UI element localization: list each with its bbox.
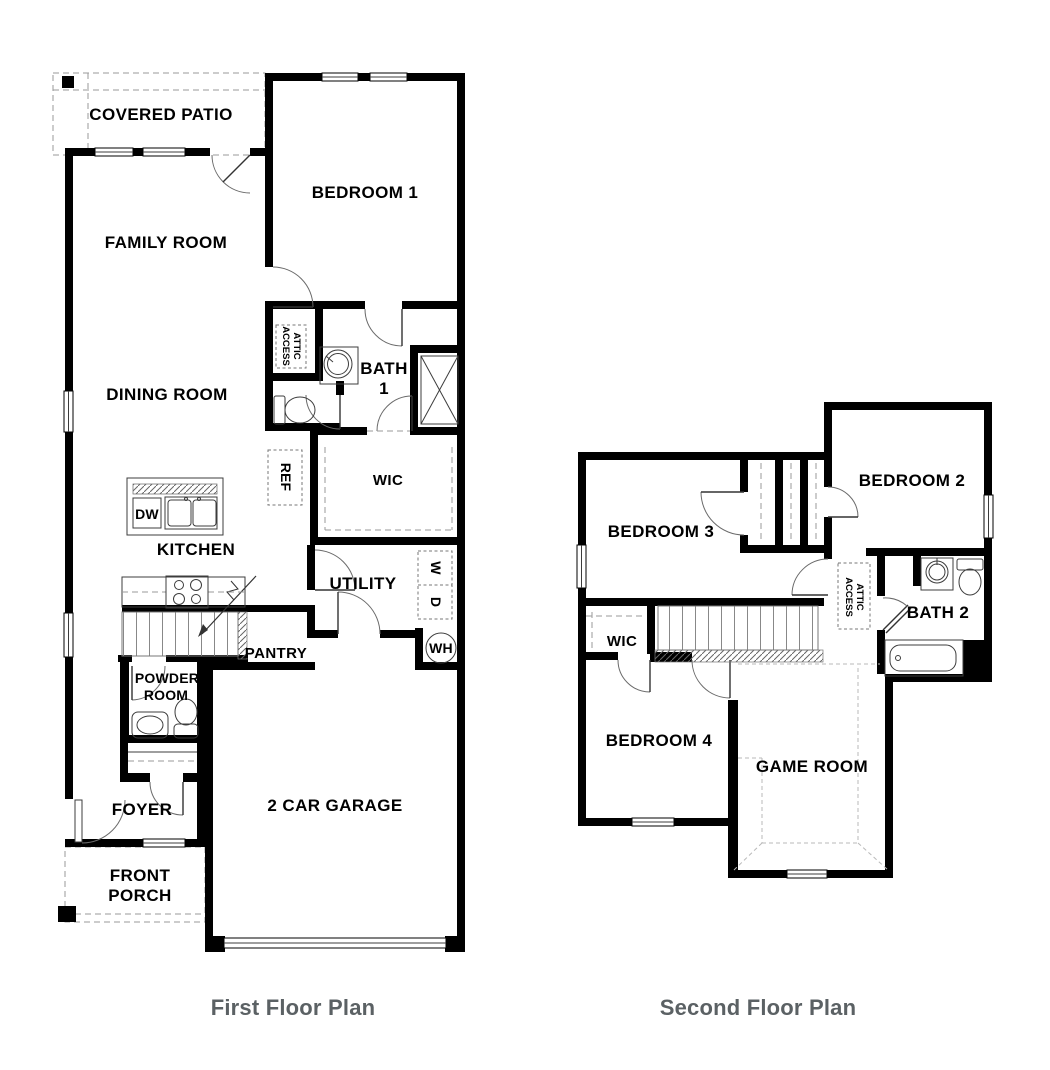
attic-access-2-label-line2: ACCESS (843, 577, 854, 617)
kitchen-sink (164, 496, 218, 530)
room-label-powder-line1: POWDER (135, 670, 199, 686)
second-floor-fixtures (884, 557, 984, 677)
room-label-game-room: GAME ROOM (756, 757, 868, 776)
second-floor-walls (578, 402, 992, 878)
kitchen-counter (121, 575, 246, 609)
game-room-tray-ceiling (733, 663, 889, 871)
second-floor-plan: BEDROOM 3 BEDROOM 2 ATTIC ACCESS BATH 2 … (576, 402, 994, 879)
attic-access-label-line2: ACCESS (280, 326, 291, 366)
second-floor-labels: BEDROOM 3 BEDROOM 2 ATTIC ACCESS BATH 2 … (606, 471, 970, 776)
first-floor-windows (63, 72, 447, 949)
room-label-bath-2: BATH 2 (907, 603, 970, 622)
room-label-bedroom-4: BEDROOM 4 (606, 731, 713, 750)
room-label-powder-line2: ROOM (144, 687, 188, 703)
stove (165, 575, 209, 609)
first-floor-plan: COVERED PATIO BEDROOM 1 FAMILY ROOM DINI… (52, 72, 465, 952)
room-label-foyer: FOYER (112, 800, 173, 819)
room-label-family-room: FAMILY ROOM (105, 233, 227, 252)
attic-access-label-line1: ATTIC (291, 332, 302, 359)
room-label-kitchen: KITCHEN (157, 540, 235, 559)
attic-access-box (275, 324, 307, 369)
bath2-sink (920, 557, 954, 591)
attic-access-2-label-line1: ATTIC (854, 583, 865, 610)
bath1-toilet (273, 395, 316, 425)
first-floor-walls (65, 73, 465, 952)
washer-label: W (428, 561, 444, 575)
room-label-wic-1: WIC (373, 472, 403, 489)
ref-label: REF (278, 463, 294, 492)
second-floor-dashed-details (586, 463, 889, 871)
first-floor-stairs (121, 575, 257, 660)
water-heater-label: WH (429, 640, 453, 656)
water-heater (425, 632, 457, 664)
dishwasher (132, 497, 162, 529)
room-label-utility: UTILITY (329, 574, 396, 593)
room-label-covered-patio: COVERED PATIO (89, 105, 232, 124)
room-label-bath-1: BATH (360, 359, 408, 378)
room-label-bedroom-2: BEDROOM 2 (859, 471, 966, 490)
powder-toilet (173, 698, 199, 739)
second-floor-doors (617, 486, 912, 699)
porch-post (58, 906, 76, 922)
second-floor-stairs (654, 605, 824, 663)
foyer-closet (128, 751, 197, 762)
powder-sink (131, 711, 169, 739)
room-label-porch-line2: PORCH (108, 886, 171, 905)
stair-direction-arrow (201, 575, 257, 635)
room-label-porch-line1: FRONT (110, 866, 171, 885)
bath2-tub (884, 639, 964, 677)
bath1-sink (319, 346, 359, 385)
wic1-shelves (324, 447, 453, 531)
dw-label: DW (135, 506, 159, 522)
front-door-leaf (74, 799, 83, 843)
bath2-toilet (956, 558, 984, 596)
room-label-dining-room: DINING ROOM (106, 385, 228, 404)
dryer-label: D (428, 597, 444, 607)
first-floor-doors (74, 154, 413, 844)
first-floor-labels: COVERED PATIO BEDROOM 1 FAMILY ROOM DINI… (89, 105, 453, 905)
caption-first-floor: First Floor Plan (211, 995, 376, 1020)
room-label-bedroom-3: BEDROOM 3 (608, 522, 715, 541)
first-floor-fixtures (121, 324, 459, 762)
room-label-bath-1-number: 1 (379, 379, 389, 398)
caption-second-floor: Second Floor Plan (660, 995, 857, 1020)
room-label-garage: 2 CAR GARAGE (267, 796, 402, 815)
patio-post (62, 76, 74, 88)
second-floor-windows (576, 494, 994, 879)
bath1-shower (420, 355, 459, 425)
room-label-wic-2: WIC (607, 633, 637, 650)
kitchen-island (126, 477, 224, 536)
room-label-bedroom-1: BEDROOM 1 (312, 183, 419, 202)
room-label-pantry: PANTRY (245, 645, 307, 662)
washer-dryer (417, 550, 453, 620)
refrigerator (267, 449, 303, 506)
